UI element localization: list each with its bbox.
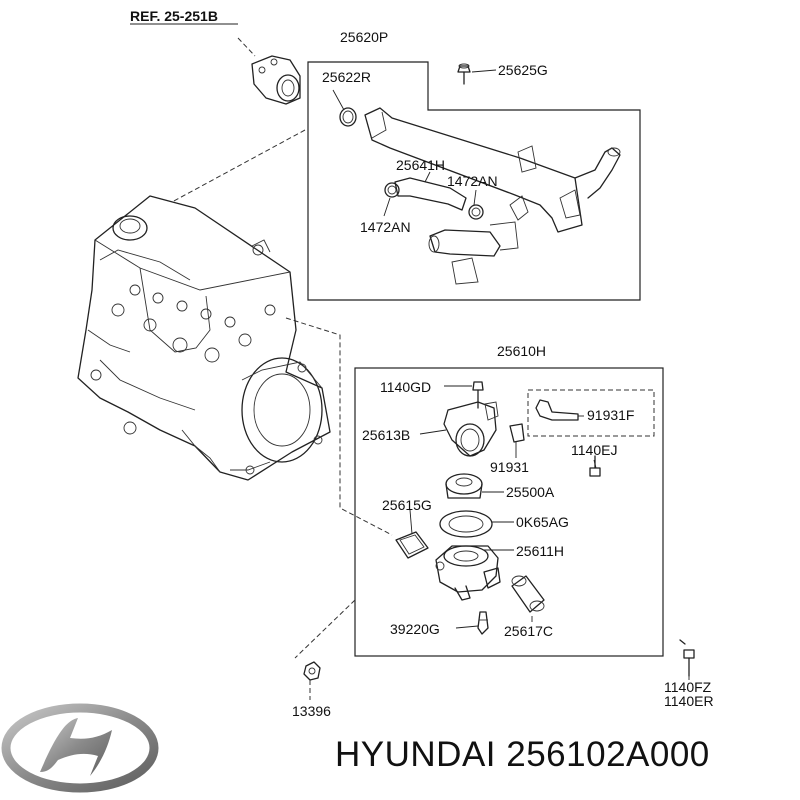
label-25620P: 25620P <box>340 29 388 45</box>
water-pipe-assembly <box>339 63 621 285</box>
engine-block <box>77 195 331 481</box>
label-25617C: 25617C <box>504 623 553 639</box>
bracket-subgroup-box <box>527 389 655 437</box>
label-1472AN-left: 1472AN <box>360 219 411 235</box>
label-91931: 91931 <box>490 459 529 475</box>
label-91931F: 91931F <box>587 407 634 423</box>
nut-13396 <box>303 661 321 681</box>
label-25625G: 25625G <box>498 62 548 78</box>
label-25611H: 25611H <box>516 543 564 559</box>
label-1140ER: 1140ER <box>664 693 714 709</box>
label-25615G: 25615G <box>382 497 432 513</box>
label-25500A: 25500A <box>506 484 555 500</box>
label-25641H: 25641H <box>396 157 445 173</box>
label-0K65AG: 0K65AG <box>516 514 569 530</box>
brand-caption: HYUNDAI 256102A000 <box>335 735 710 774</box>
label-1472AN-right: 1472AN <box>447 173 498 189</box>
label-ref: REF. 25-251B <box>130 8 218 24</box>
label-1140FZ: 1140FZ <box>664 679 712 695</box>
thermostat-housing-assembly <box>395 381 601 635</box>
connection-lines <box>171 37 393 700</box>
label-25610H: 25610H <box>497 343 546 359</box>
bolt-1140fz <box>679 639 695 677</box>
label-1140GD: 1140GD <box>380 379 431 395</box>
label-25613B: 25613B <box>362 427 410 443</box>
label-1140EJ: 1140EJ <box>571 442 617 458</box>
label-25622R: 25622R <box>322 69 371 85</box>
upper-assembly-box <box>307 61 641 301</box>
leader-lines <box>332 69 690 680</box>
ref-thermostat-housing <box>251 55 301 105</box>
hyundai-logo <box>1 703 159 793</box>
label-13396: 13396 <box>292 703 331 719</box>
lower-assembly-box <box>354 367 664 657</box>
label-39220G: 39220G <box>390 621 440 637</box>
part-labels: REF. 25-251B 25620P 25622R 25625G 25641H… <box>130 8 714 719</box>
